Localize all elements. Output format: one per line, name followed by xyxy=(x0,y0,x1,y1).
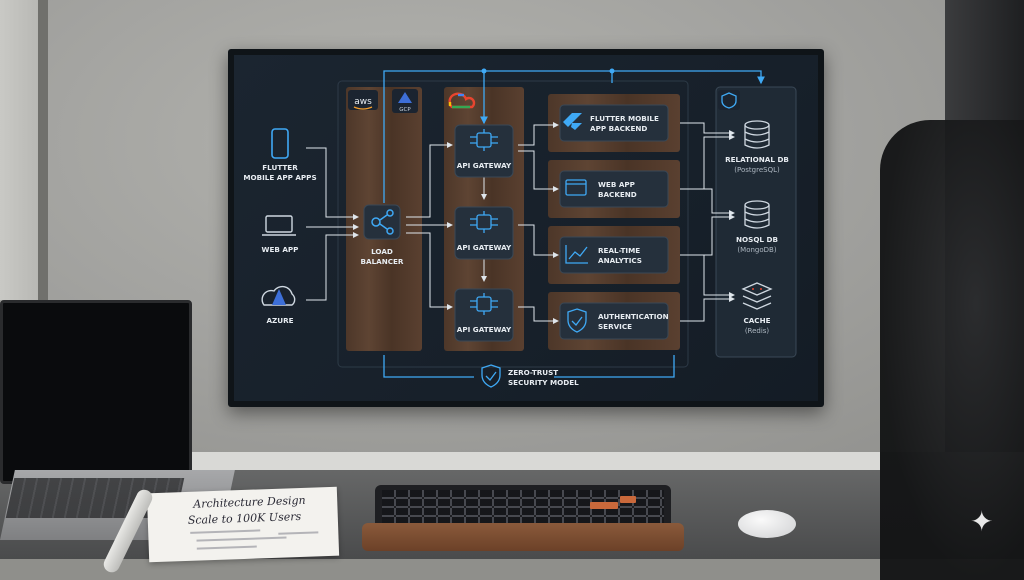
service-authentication: AUTHENTICATION SERVICE xyxy=(559,302,669,340)
svg-text:(MongoDB): (MongoDB) xyxy=(737,246,776,254)
database-icon xyxy=(744,200,770,229)
database-icon xyxy=(744,120,770,149)
svg-text:API GATEWAY: API GATEWAY xyxy=(457,161,512,170)
wrist-rest xyxy=(362,523,684,551)
svg-text:SECURITY MODEL: SECURITY MODEL xyxy=(508,378,579,387)
gcp-badge: GCP xyxy=(399,107,411,113)
svg-text:ANALYTICS: ANALYTICS xyxy=(598,256,642,265)
browser-window-icon xyxy=(565,179,587,196)
top-bus-line xyxy=(383,70,761,203)
store-relational-db: RELATIONAL DB (PostgreSQL) xyxy=(725,120,789,174)
mouse xyxy=(738,510,796,538)
service-web-backend: WEB APP BACKEND xyxy=(559,170,669,208)
svg-text:BACKEND: BACKEND xyxy=(598,190,637,199)
phone-icon xyxy=(271,128,289,159)
gateway-icon xyxy=(470,129,498,151)
client-azure: AZURE xyxy=(261,285,296,325)
desk-surface xyxy=(180,452,880,470)
service-flutter-backend: FLUTTER MOBILE APP BACKEND xyxy=(559,104,669,142)
svg-text:WEB APP: WEB APP xyxy=(598,180,635,189)
gateway-icon xyxy=(470,293,498,315)
zero-trust-label: ZERO-TRUST SECURITY MODEL xyxy=(481,364,579,388)
svg-text:FLUTTER MOBILE: FLUTTER MOBILE xyxy=(590,114,659,123)
svg-text:API GATEWAY: API GATEWAY xyxy=(457,243,512,252)
notepad-line-2: Scale to 100K Users xyxy=(187,509,302,527)
shield-check-icon xyxy=(481,364,501,388)
svg-text:FLUTTER: FLUTTER xyxy=(262,163,298,172)
security-shield-badge xyxy=(718,90,740,110)
flutter-icon xyxy=(563,113,582,130)
monitor-screen: aws GCP FLUTTER MOBILE APP APPS xyxy=(234,55,818,401)
store-nosql-db: NOSQL DB (MongoDB) xyxy=(736,200,778,254)
service-analytics: REAL-TIME ANALYTICS xyxy=(559,236,669,274)
svg-text:AZURE: AZURE xyxy=(266,316,293,325)
chart-icon xyxy=(565,245,588,264)
cloud-frame xyxy=(337,80,689,368)
svg-text:LOAD: LOAD xyxy=(371,247,393,256)
accent-key xyxy=(590,502,618,509)
svg-text:API GATEWAY: API GATEWAY xyxy=(457,325,512,334)
svg-text:SERVICE: SERVICE xyxy=(598,322,632,331)
api-gateway-3: API GATEWAY xyxy=(454,288,514,342)
office-chair xyxy=(880,120,1024,580)
laptop-screen xyxy=(0,300,192,484)
svg-text:REAL-TIME: REAL-TIME xyxy=(598,246,640,255)
cache-stack-icon xyxy=(741,282,773,310)
accent-key xyxy=(620,496,636,503)
svg-text:CACHE: CACHE xyxy=(743,316,770,325)
api-gateway-1: API GATEWAY xyxy=(454,124,514,178)
svg-text:AUTHENTICATION: AUTHENTICATION xyxy=(598,312,669,321)
svg-text:WEB APP: WEB APP xyxy=(262,245,299,254)
load-balancer-node: LOAD BALANCER xyxy=(361,204,404,266)
api-gateway-2: API GATEWAY xyxy=(454,206,514,260)
gateway-icon xyxy=(470,211,498,233)
svg-text:(PostgreSQL): (PostgreSQL) xyxy=(734,166,780,174)
svg-text:NOSQL DB: NOSQL DB xyxy=(736,235,778,244)
security-bracket-line xyxy=(383,355,675,378)
svg-text:APP BACKEND: APP BACKEND xyxy=(590,124,647,133)
svg-text:(Redis): (Redis) xyxy=(745,327,770,335)
sparkle-icon: ✦ xyxy=(970,505,994,538)
client-web-app: WEB APP xyxy=(262,215,299,254)
share-nodes-icon xyxy=(371,209,394,235)
notepad: Architecture Design Scale to 100K Users xyxy=(146,486,340,563)
pillar-edge xyxy=(38,0,48,300)
shield-check-icon xyxy=(567,308,587,333)
google-cloud-icon xyxy=(448,92,476,109)
svg-text:RELATIONAL DB: RELATIONAL DB xyxy=(725,155,789,164)
svg-text:BALANCER: BALANCER xyxy=(361,257,404,266)
client-flutter: FLUTTER MOBILE APP APPS xyxy=(243,128,317,182)
architecture-diagram: aws GCP FLUTTER MOBILE APP APPS xyxy=(243,68,797,388)
notepad-line-1: Architecture Design xyxy=(193,493,306,511)
laptop-icon xyxy=(262,215,296,236)
gcp-triangle-icon xyxy=(398,92,412,103)
svg-text:ZERO-TRUST: ZERO-TRUST xyxy=(508,368,558,377)
azure-cloud-icon xyxy=(261,285,296,306)
store-cache: CACHE (Redis) xyxy=(741,282,773,335)
aws-badge: aws xyxy=(354,97,372,107)
svg-text:MOBILE APP APPS: MOBILE APP APPS xyxy=(243,173,316,182)
